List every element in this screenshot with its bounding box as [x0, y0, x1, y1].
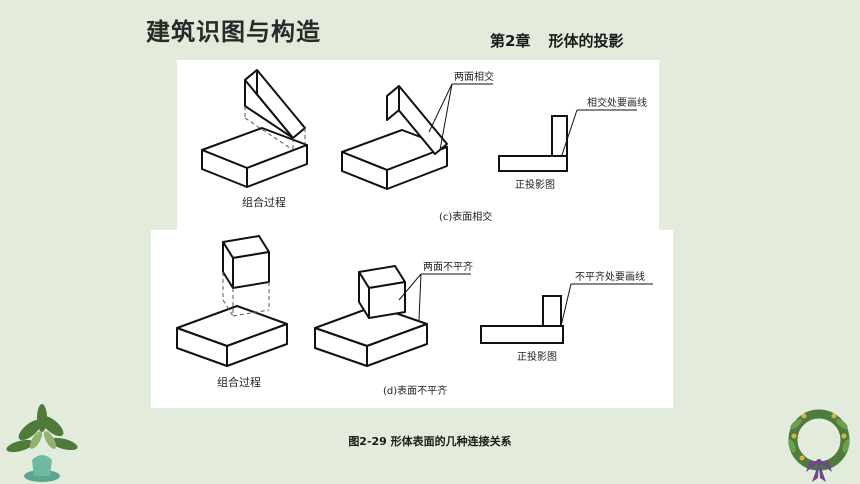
page-title: 建筑识图与构造: [146, 18, 321, 46]
wedge-side: [244, 79, 294, 139]
plant-decoration-icon: [6, 404, 78, 482]
callout-intersect: 两面相交: [454, 70, 494, 83]
subfigure-caption: (d)表面不平齐: [383, 384, 447, 397]
callout-unflush: 两面不平齐: [423, 260, 473, 273]
chapter-number: 第2章: [490, 32, 531, 50]
front-view-label: 正投影图: [515, 178, 555, 191]
chapter-name: 形体的投影: [548, 32, 624, 50]
figure-top-drawing: 组合过程 两面相交 相交处要画线 正投影图 (c)表面相交: [201, 69, 647, 223]
assembly-label: 组合过程: [217, 375, 261, 389]
callout-line: 相交处要画线: [587, 96, 647, 109]
assembly-label: 组合过程: [242, 195, 286, 209]
wreath-decoration-icon: [788, 409, 850, 482]
chapter-heading: 第2章形体的投影: [490, 30, 623, 51]
base-right-face: [246, 144, 308, 188]
figure-bottom-drawing: 组合过程 两面不平齐 不平齐处要画线 正投影图 (d)表面不平齐: [176, 235, 653, 397]
callout-line: 不平齐处要画线: [575, 270, 645, 283]
subfigure-caption: (c)表面相交: [439, 210, 492, 223]
figure-surface-unflush: 组合过程 两面不平齐 不平齐处要画线 正投影图 (d)表面不平齐: [151, 230, 673, 408]
front-view-label: 正投影图: [517, 350, 557, 363]
figure-caption: 图2-29 形体表面的几种连接关系: [348, 435, 512, 448]
figure-surface-intersect: 组合过程 两面相交 相交处要画线 正投影图 (c)表面相交: [177, 60, 659, 230]
